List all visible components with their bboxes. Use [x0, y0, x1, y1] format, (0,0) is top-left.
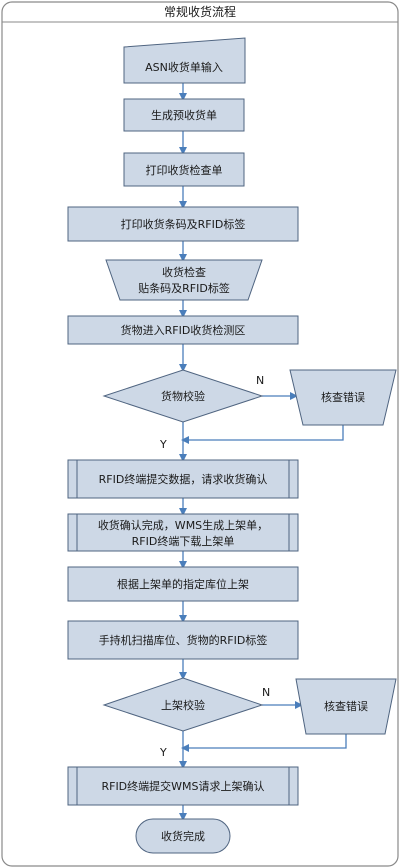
goods-verify-label: 货物校验: [161, 389, 205, 403]
process-goods-enter-zone: [67, 315, 299, 345]
rfid-submit-receipt-label: RFID终端提交数据，请求收货确认: [99, 472, 268, 486]
process-handheld-scan: [67, 620, 299, 660]
manual-op-error-2: [295, 678, 397, 735]
receipt-done-line1: 收货确认完成，WMS生成上架单，: [98, 518, 268, 532]
subprocess-receipt-done: [67, 513, 299, 552]
return-line-1: [181, 425, 344, 444]
shapes: [67, 37, 397, 854]
receipt-complete-label: 收货完成: [161, 829, 205, 843]
shelve-by-location-label: 根据上架单的指定库位上架: [117, 577, 249, 591]
handheld-scan-label: 手持机扫描库位、货物的RFID标签: [99, 633, 268, 647]
terminator-receipt-complete: [135, 818, 231, 854]
branch-no-1: N: [256, 374, 264, 387]
branch-yes-1: Y: [159, 438, 167, 451]
manual-op-check: [105, 259, 263, 301]
process-print-check-sheet: [123, 152, 245, 187]
decision-shelve-verify: [102, 677, 264, 732]
process-gen-prereceipt: [123, 98, 245, 132]
branch-no-2: N: [262, 686, 270, 699]
process-print-barcode-rfid: [67, 206, 299, 242]
gen-prereceipt-label: 生成预收货单: [151, 108, 217, 122]
manual-input-asn: [123, 37, 246, 84]
print-barcode-rfid-label: 打印收货条码及RFID标签: [121, 217, 246, 231]
branch-labels: N Y N Y: [159, 374, 270, 759]
check-label-line2: 贴条码及RFID标签: [138, 281, 230, 295]
return-line-2: [181, 734, 347, 752]
diagram-title: 常规收货流程: [164, 4, 236, 19]
goods-enter-zone-label: 货物进入RFID收货检测区: [121, 323, 246, 337]
receipt-done-line2: RFID终端下载上架单: [132, 534, 235, 548]
process-shelve-by-location: [67, 566, 299, 602]
asn-input-label: ASN收货单输入: [145, 60, 223, 74]
shelve-verify-label: 上架校验: [161, 698, 205, 712]
manual-op-error-1: [289, 369, 397, 426]
labels: ASN收货单输入 生成预收货单 打印收货检查单 打印收货条码及RFID标签 收货…: [98, 60, 368, 843]
check-label-line1: 收货检查: [162, 265, 206, 279]
subprocess-rfid-submit-shelve: [67, 766, 299, 806]
print-check-sheet-label: 打印收货检查单: [146, 163, 223, 177]
rfid-submit-shelve-label: RFID终端提交WMS请求上架确认: [101, 779, 264, 793]
check-error-2-label: 核查错误: [324, 699, 368, 713]
decision-goods-verify: [102, 369, 264, 423]
subprocess-rfid-submit-receipt: [67, 459, 299, 499]
check-error-1-label: 核查错误: [321, 390, 365, 404]
connectors: [179, 83, 347, 821]
branch-yes-2: Y: [159, 746, 167, 759]
